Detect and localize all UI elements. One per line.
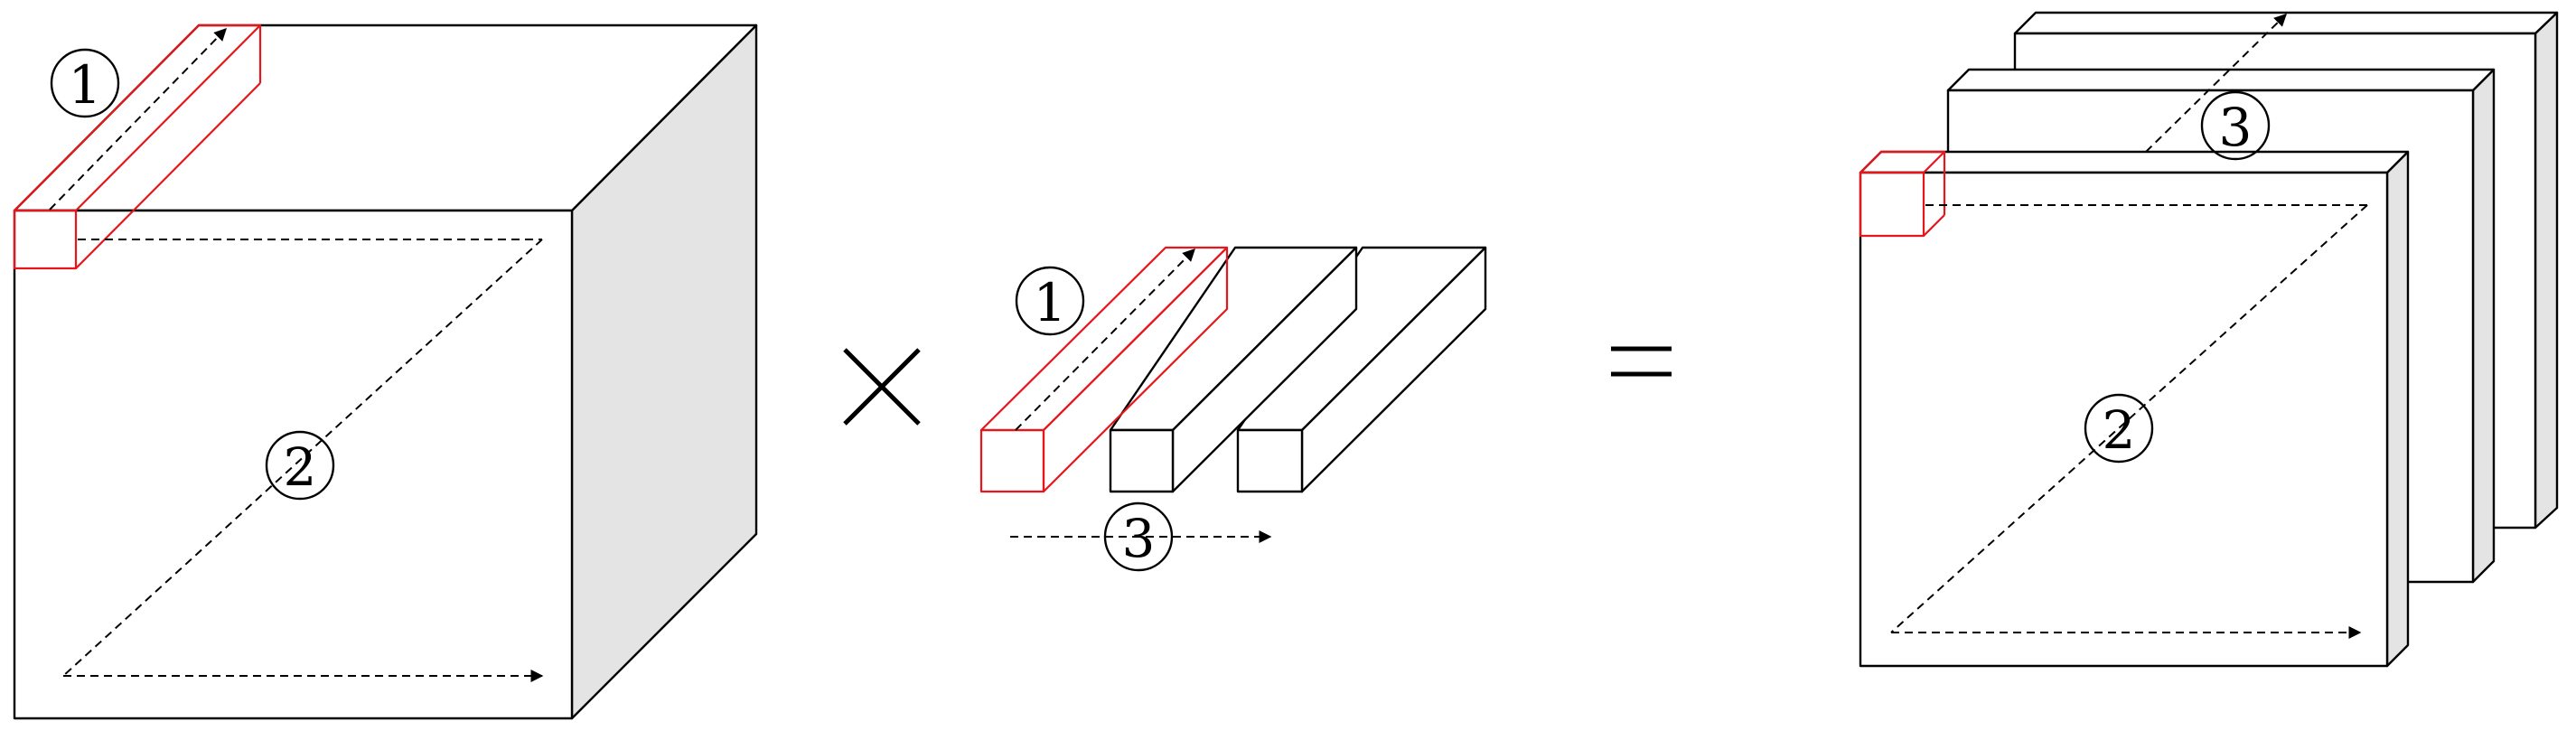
input-label-1: 1 <box>50 48 120 118</box>
kernel-fiber-arrow <box>1015 248 1195 431</box>
input-fiber-arrow <box>49 27 227 211</box>
output-slices: 3 2 <box>1859 11 2559 668</box>
output-slice-1 <box>1859 150 2410 668</box>
output-diagonal-arrow <box>1890 204 2368 633</box>
equals-operator: = <box>1611 346 1672 377</box>
kernel-fiber-3 <box>1236 246 1487 493</box>
svg-text:1: 1 <box>1034 272 1067 333</box>
output-label-2: 2 <box>2084 393 2154 464</box>
svg-text:1: 1 <box>69 54 102 116</box>
kernel-fibers: 1 3 <box>979 246 1487 572</box>
kernel-fiber-1-highlight <box>979 246 1229 493</box>
output-label-3: 3 <box>2200 90 2271 161</box>
input-cube-highlight-fiber <box>13 23 262 270</box>
kernel-label-3: 3 <box>1103 501 1174 572</box>
multiply-operator: × <box>843 348 921 426</box>
input-label-2: 2 <box>265 430 335 501</box>
input-cube-front-face <box>13 209 574 720</box>
svg-text:3: 3 <box>2219 97 2253 158</box>
svg-text:3: 3 <box>1122 508 1156 569</box>
svg-text:2: 2 <box>2103 399 2136 461</box>
kernel-fiber-2 <box>1109 246 1358 493</box>
output-depth-arrow <box>2145 14 2287 153</box>
output-highlight-cell <box>1859 150 1946 238</box>
input-cube: 1 2 <box>13 23 758 720</box>
svg-text:2: 2 <box>284 436 317 498</box>
kernel-label-1: 1 <box>1015 266 1085 336</box>
